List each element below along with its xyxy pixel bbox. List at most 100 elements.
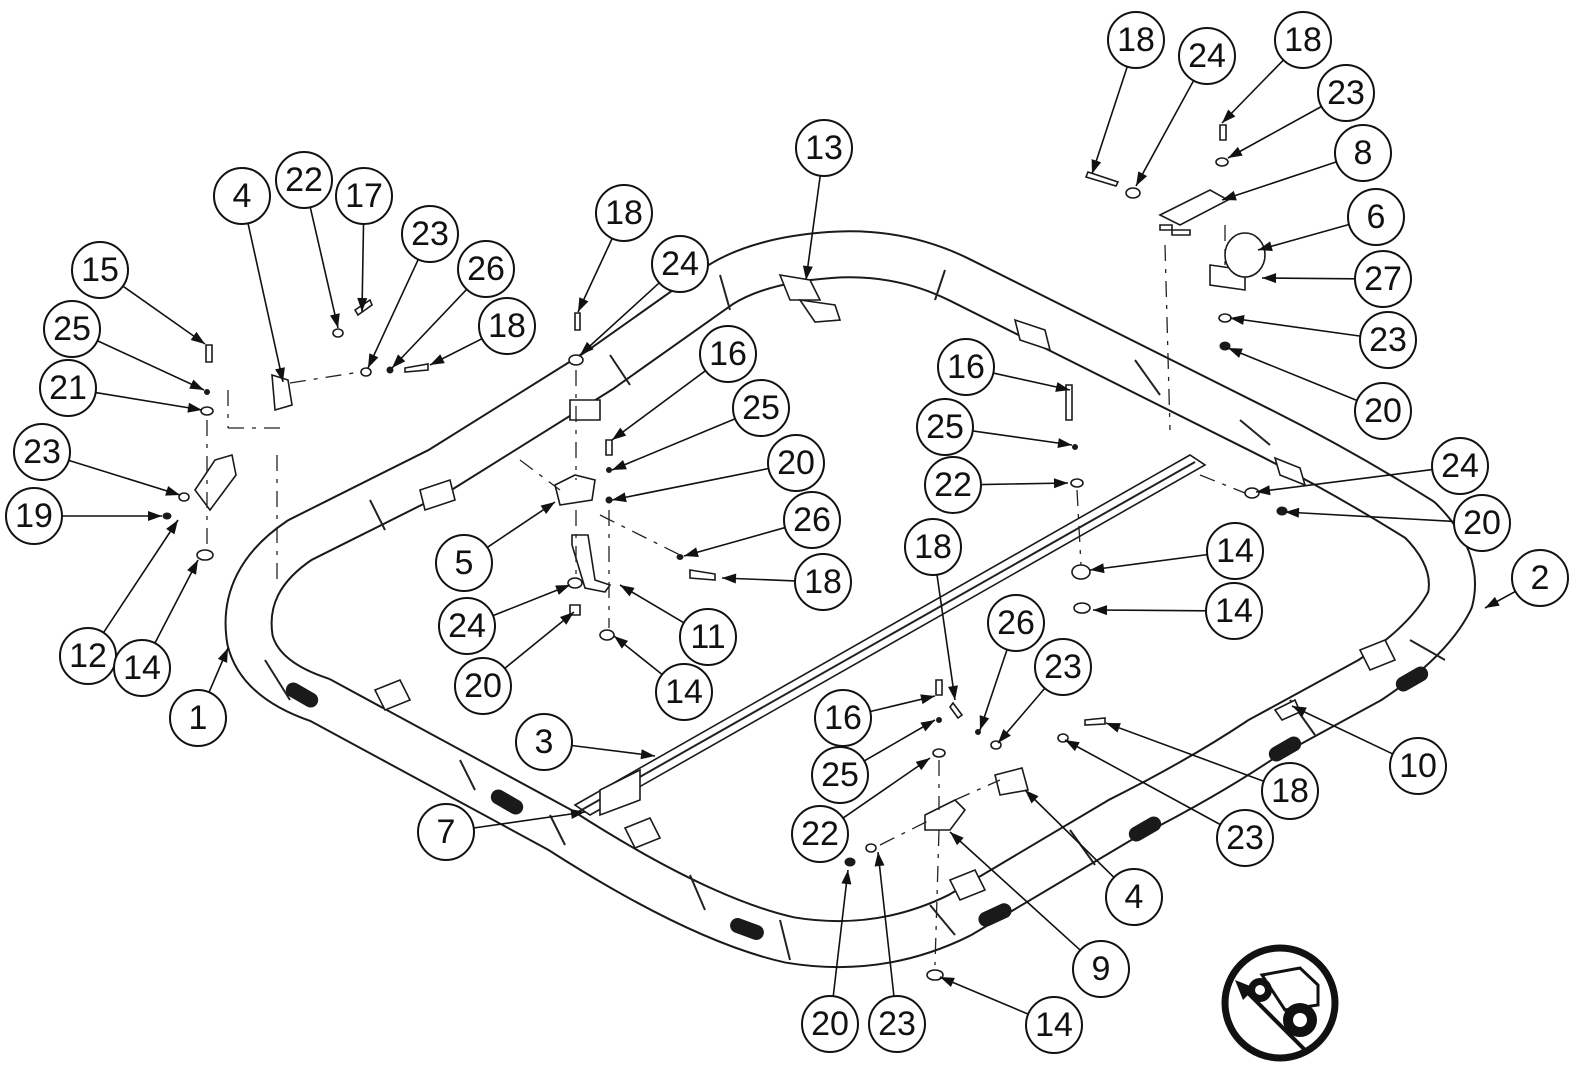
callout-leader-14 [1092,609,1207,612]
callout-circle [794,553,852,611]
callout-leader-20 [832,869,849,997]
callout-circle [1178,27,1236,85]
callout-25: 25 [916,398,974,456]
callout-circle [916,398,974,456]
callout-13: 13 [795,119,853,177]
callout-27: 27 [1354,250,1412,308]
callout-22: 22 [791,805,849,863]
callout-arrowhead-20 [559,612,574,625]
callout-leader-22 [980,482,1069,486]
callout-circle [1431,437,1489,495]
callout-circle [213,167,271,225]
callout-arrowhead-23 [874,852,885,867]
callout-number: 7 [437,813,456,851]
callout-number: 9 [1092,950,1111,988]
callout-number: 26 [467,250,505,288]
callout-number: 1 [189,699,208,737]
callout-23: 23 [1216,809,1274,867]
callout-26: 26 [783,491,841,549]
callout-arrowhead-16 [1055,382,1070,392]
callout-number: 20 [811,1005,849,1043]
callout-arrowhead-20 [1285,507,1300,518]
callout-number: 25 [926,408,964,446]
callout-number: 26 [997,604,1035,642]
callout-circle [435,534,493,592]
callout-17: 17 [335,167,393,225]
callout-circle [39,359,97,417]
callout-number: 10 [1399,747,1437,785]
callout-leader-22 [842,757,931,819]
callout-circle [417,803,475,861]
callout-leader-25 [972,430,1073,446]
callout-arrowhead-26 [979,715,990,730]
callout-circle [478,297,536,355]
callout-circle [13,423,71,481]
callout-arrowhead-23 [998,729,1011,743]
callout-arrowhead-25 [920,720,935,732]
callout-18: 18 [1274,11,1332,69]
callout-circle [767,434,825,492]
callout-20: 20 [1453,494,1511,552]
callout-16: 16 [699,325,757,383]
callout-arrowhead-20 [1228,348,1243,358]
callout-number: 25 [53,310,91,348]
callout-arrowhead-7 [570,809,585,819]
callout-1: 1 [169,689,227,747]
callout-leader-21 [95,391,203,411]
callout-arrowhead-25 [612,460,627,470]
callout-22: 22 [924,456,982,514]
callout-circle [679,608,737,666]
callout-circle [457,240,515,298]
callout-circle [868,995,926,1053]
callout-number: 23 [1369,321,1407,359]
callout-23: 23 [401,205,459,263]
callout-circle [651,235,709,293]
callout-6: 6 [1347,188,1405,246]
callout-arrowhead-24 [1136,171,1148,186]
callout-circle [795,119,853,177]
callout-number: 18 [1284,21,1322,59]
callout-14: 14 [1206,522,1264,580]
callout-leader-24 [579,282,660,356]
callout-number: 18 [1271,772,1309,810]
callout-23: 23 [1317,64,1375,122]
callout-leader-16 [611,370,706,441]
callout-circle [732,379,790,437]
callout-arrowhead-22 [1053,478,1068,489]
callout-circle [1072,940,1130,998]
callout-arrowhead-27 [1262,273,1277,284]
callout-number: 23 [1044,648,1082,686]
callout-arrowhead-14 [1093,605,1108,616]
callout-number: 18 [914,528,952,566]
callout-20: 20 [767,434,825,492]
callout-number: 20 [777,444,815,482]
callout-circle [1205,582,1263,640]
callout-arrowhead-26 [392,354,406,368]
callout-24: 24 [438,597,496,655]
callout-number: 22 [934,466,972,504]
callout-number: 20 [1364,392,1402,430]
callout-20: 20 [454,657,512,715]
callout-circle [791,805,849,863]
callout-24: 24 [1178,27,1236,85]
callout-arrowhead-2 [1485,596,1500,608]
callout-circle [335,167,393,225]
callout-circle [1105,868,1163,926]
callout-arrowhead-25 [1057,438,1072,448]
callout-arrowhead-14 [614,636,629,649]
callout-number: 16 [824,699,862,737]
callout-leader-23 [877,851,895,997]
callout-circle [904,518,962,576]
callout-number: 24 [448,607,486,645]
callout-5: 5 [435,534,493,592]
callout-14: 14 [113,639,171,697]
callout-number: 25 [821,756,859,794]
callout-number: 6 [1367,198,1386,236]
callout-arrowhead-5 [540,502,555,514]
callout-16: 16 [937,338,995,396]
callout-number: 11 [690,618,725,656]
callout-number: 16 [947,348,985,386]
callout-number: 23 [1327,74,1365,112]
callout-leader-9 [949,831,1081,951]
callout-circle [1206,522,1264,580]
